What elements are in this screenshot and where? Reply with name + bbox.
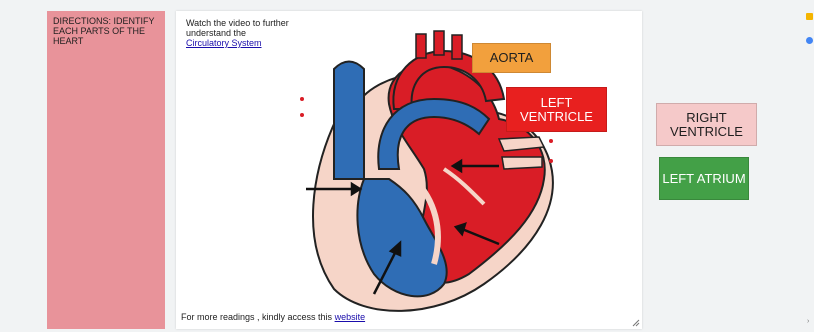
directions-box[interactable]: DIRECTIONS: IDENTIFY EACH PARTS OF THE H… bbox=[47, 11, 165, 329]
aorta-branch-2 bbox=[434, 31, 444, 55]
website-link[interactable]: website bbox=[335, 312, 366, 322]
directions-text: DIRECTIONS: IDENTIFY EACH PARTS OF THE H… bbox=[53, 16, 159, 46]
vessel-dot-4 bbox=[549, 159, 553, 163]
label-left-atrium[interactable]: LEFT ATRIUM bbox=[659, 157, 749, 200]
side-panel bbox=[800, 0, 814, 332]
resize-handle-icon[interactable] bbox=[632, 319, 640, 327]
footer-sentence: For more readings , kindly access this bbox=[181, 312, 332, 322]
vessel-dot-2 bbox=[300, 113, 304, 117]
side-panel-arrow-icon[interactable]: › bbox=[807, 318, 809, 325]
superior-vena-cava bbox=[334, 62, 364, 180]
content-card[interactable]: Watch the video to further understand th… bbox=[176, 11, 642, 329]
label-right-ventricle[interactable]: RIGHT VENTRICLE bbox=[656, 103, 757, 146]
vessel-dot-1 bbox=[300, 97, 304, 101]
aorta-branch-3 bbox=[452, 35, 462, 59]
side-panel-dot-icon[interactable] bbox=[806, 37, 813, 44]
footer-text: For more readings , kindly access this w… bbox=[181, 312, 365, 322]
label-left-ventricle[interactable]: LEFT VENTRICLE bbox=[506, 87, 607, 132]
label-aorta[interactable]: AORTA bbox=[472, 43, 551, 73]
aorta-branch-1 bbox=[416, 34, 426, 58]
vessel-dot-3 bbox=[549, 139, 553, 143]
side-panel-icon[interactable] bbox=[806, 13, 813, 20]
left-margin bbox=[0, 0, 46, 332]
circulatory-system-link[interactable]: Circulatory System bbox=[186, 38, 262, 48]
intro-sentence: Watch the video to further understand th… bbox=[186, 18, 289, 38]
